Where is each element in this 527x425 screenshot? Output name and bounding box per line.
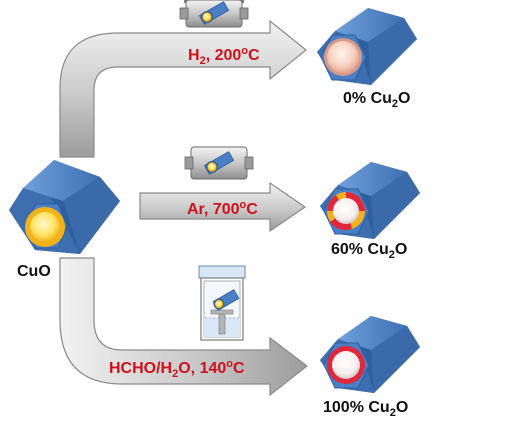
- cuo-nanorod: [9, 160, 120, 254]
- tube-furnace-icon: [179, 0, 249, 28]
- result-label: 0% Cu2O: [343, 90, 410, 110]
- product-nanorod-100: [320, 316, 420, 393]
- condition-label: H2, 200oC: [188, 45, 260, 67]
- result-label: 60% Cu2O: [331, 241, 407, 261]
- autoclave-icon: [198, 265, 246, 341]
- tube-furnace-icon: [184, 146, 254, 180]
- product-nanorod-60: [320, 162, 420, 239]
- precursor-label: CuO: [17, 263, 51, 280]
- arrow-to-hcho: [59, 257, 308, 397]
- product-nanorod-0: [317, 8, 417, 85]
- condition-label: Ar, 700oC: [187, 199, 258, 218]
- arrow-to-h2: [59, 19, 307, 158]
- condition-label: HCHO/H2O, 140oC: [109, 358, 245, 380]
- result-label: 100% Cu2O: [323, 399, 408, 419]
- arrow-to-ar: [139, 181, 307, 233]
